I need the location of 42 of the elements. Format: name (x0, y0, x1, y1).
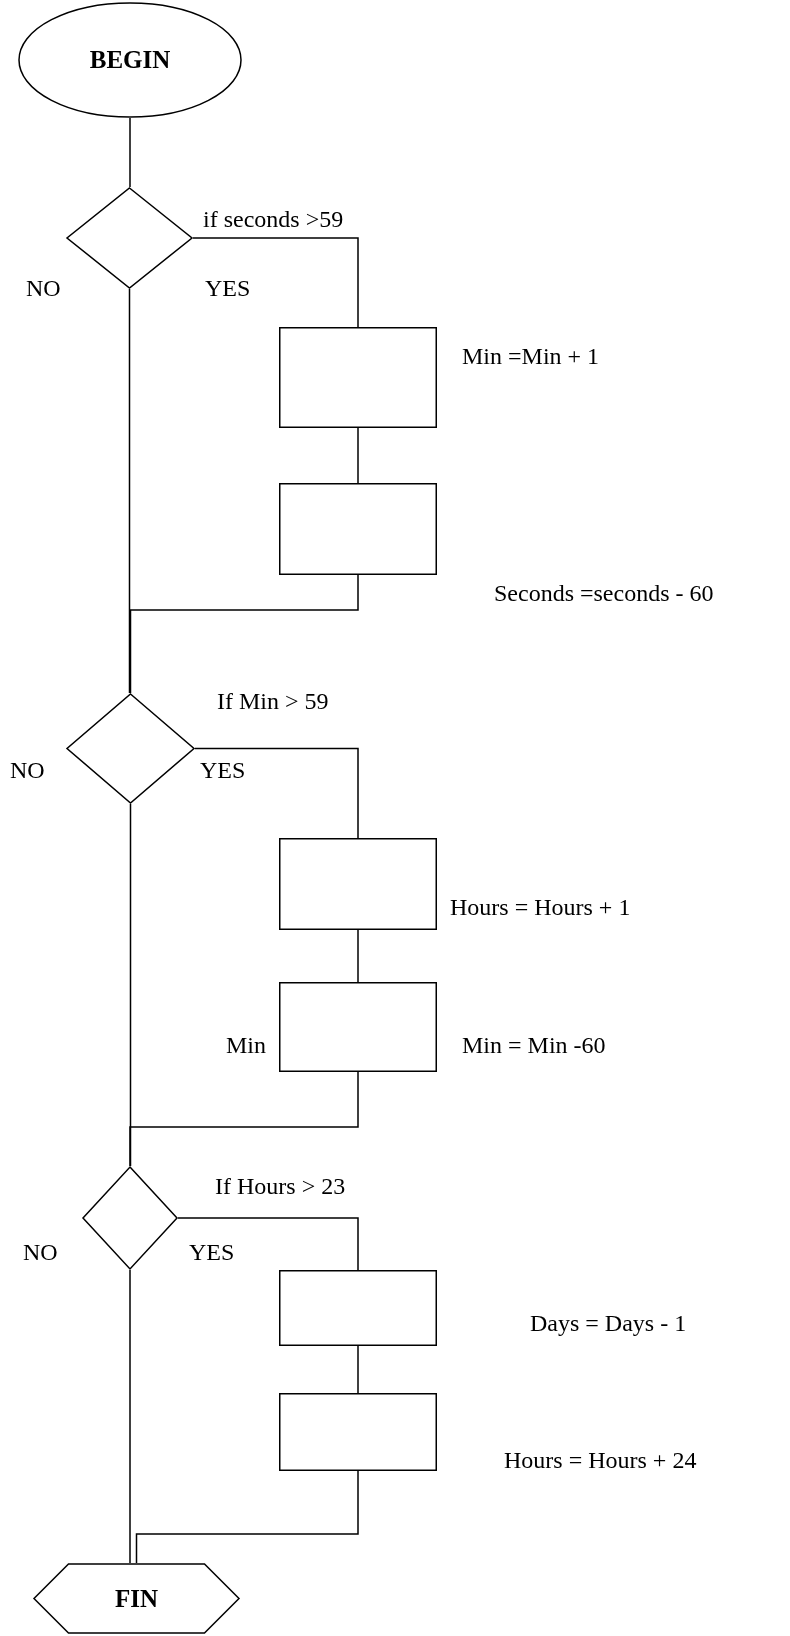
decision-diamond (82, 1166, 178, 1270)
end-hexagon (33, 1563, 240, 1634)
branch-label: NO (23, 1238, 58, 1266)
connector-line (192, 237, 359, 328)
start-ellipse (18, 2, 242, 118)
branch-label: YES (205, 274, 251, 302)
connector-line (129, 1269, 131, 1564)
statement-label: Min = Min -60 (462, 1031, 606, 1059)
connector-line (194, 747, 359, 839)
condition-label: if seconds >59 (203, 205, 344, 233)
branch-label: YES (200, 756, 246, 784)
process-box (279, 982, 437, 1072)
statement-label: Days = Days - 1 (530, 1309, 687, 1337)
condition-label: If Min > 59 (217, 687, 329, 715)
node-label: FIN (114, 1584, 159, 1613)
connector-line (357, 427, 359, 484)
branch-label: NO (26, 274, 61, 302)
branch-label: NO (10, 756, 45, 784)
process-box (279, 1270, 437, 1346)
node-label: BEGIN (89, 46, 171, 74)
connector-line (129, 803, 132, 1167)
decision-diamond (66, 693, 195, 804)
connector-line (129, 117, 131, 188)
statement-label: Min =Min + 1 (462, 342, 600, 370)
statement-label: Hours = Hours + 1 (450, 893, 631, 921)
branch-label: YES (189, 1238, 235, 1266)
statement-label: Min (226, 1031, 266, 1059)
connector-line (357, 1345, 359, 1394)
process-box (279, 838, 437, 930)
process-box (279, 483, 437, 575)
process-box (279, 327, 437, 428)
connector-line (357, 929, 359, 983)
decision-diamond (66, 187, 193, 289)
connector-line (129, 1071, 359, 1167)
connector-line (177, 1217, 359, 1271)
statement-label: Seconds =seconds - 60 (494, 579, 714, 607)
process-box (279, 1393, 437, 1471)
statement-label: Hours = Hours + 24 (504, 1446, 697, 1474)
condition-label: If Hours > 23 (215, 1172, 346, 1200)
connector-line (128, 288, 131, 694)
connector-line (129, 574, 359, 694)
connector-line (135, 1470, 359, 1564)
